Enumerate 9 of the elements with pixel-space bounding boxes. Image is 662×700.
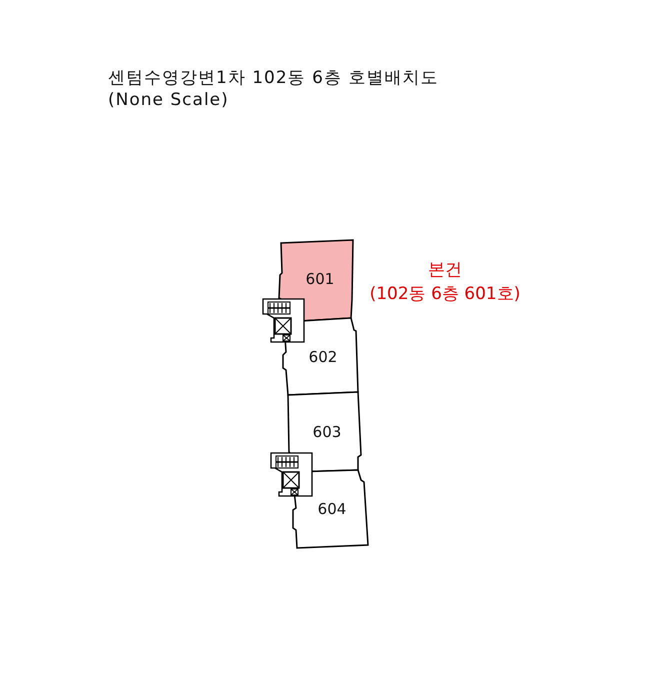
callout-text: 본건 bbox=[428, 259, 462, 281]
unit-number: 603 bbox=[312, 423, 342, 441]
unit-number: 602 bbox=[308, 348, 338, 366]
scale-note: (None Scale) bbox=[108, 90, 229, 110]
unit-number: 604 bbox=[318, 500, 346, 518]
unit-number: 601 bbox=[306, 270, 334, 288]
plan-title: 센텀수영강변1차 102동 6층 호별배치도 bbox=[108, 67, 438, 89]
unit-room bbox=[291, 469, 369, 549]
callout-text: (102동 6층 601호) bbox=[370, 283, 520, 305]
